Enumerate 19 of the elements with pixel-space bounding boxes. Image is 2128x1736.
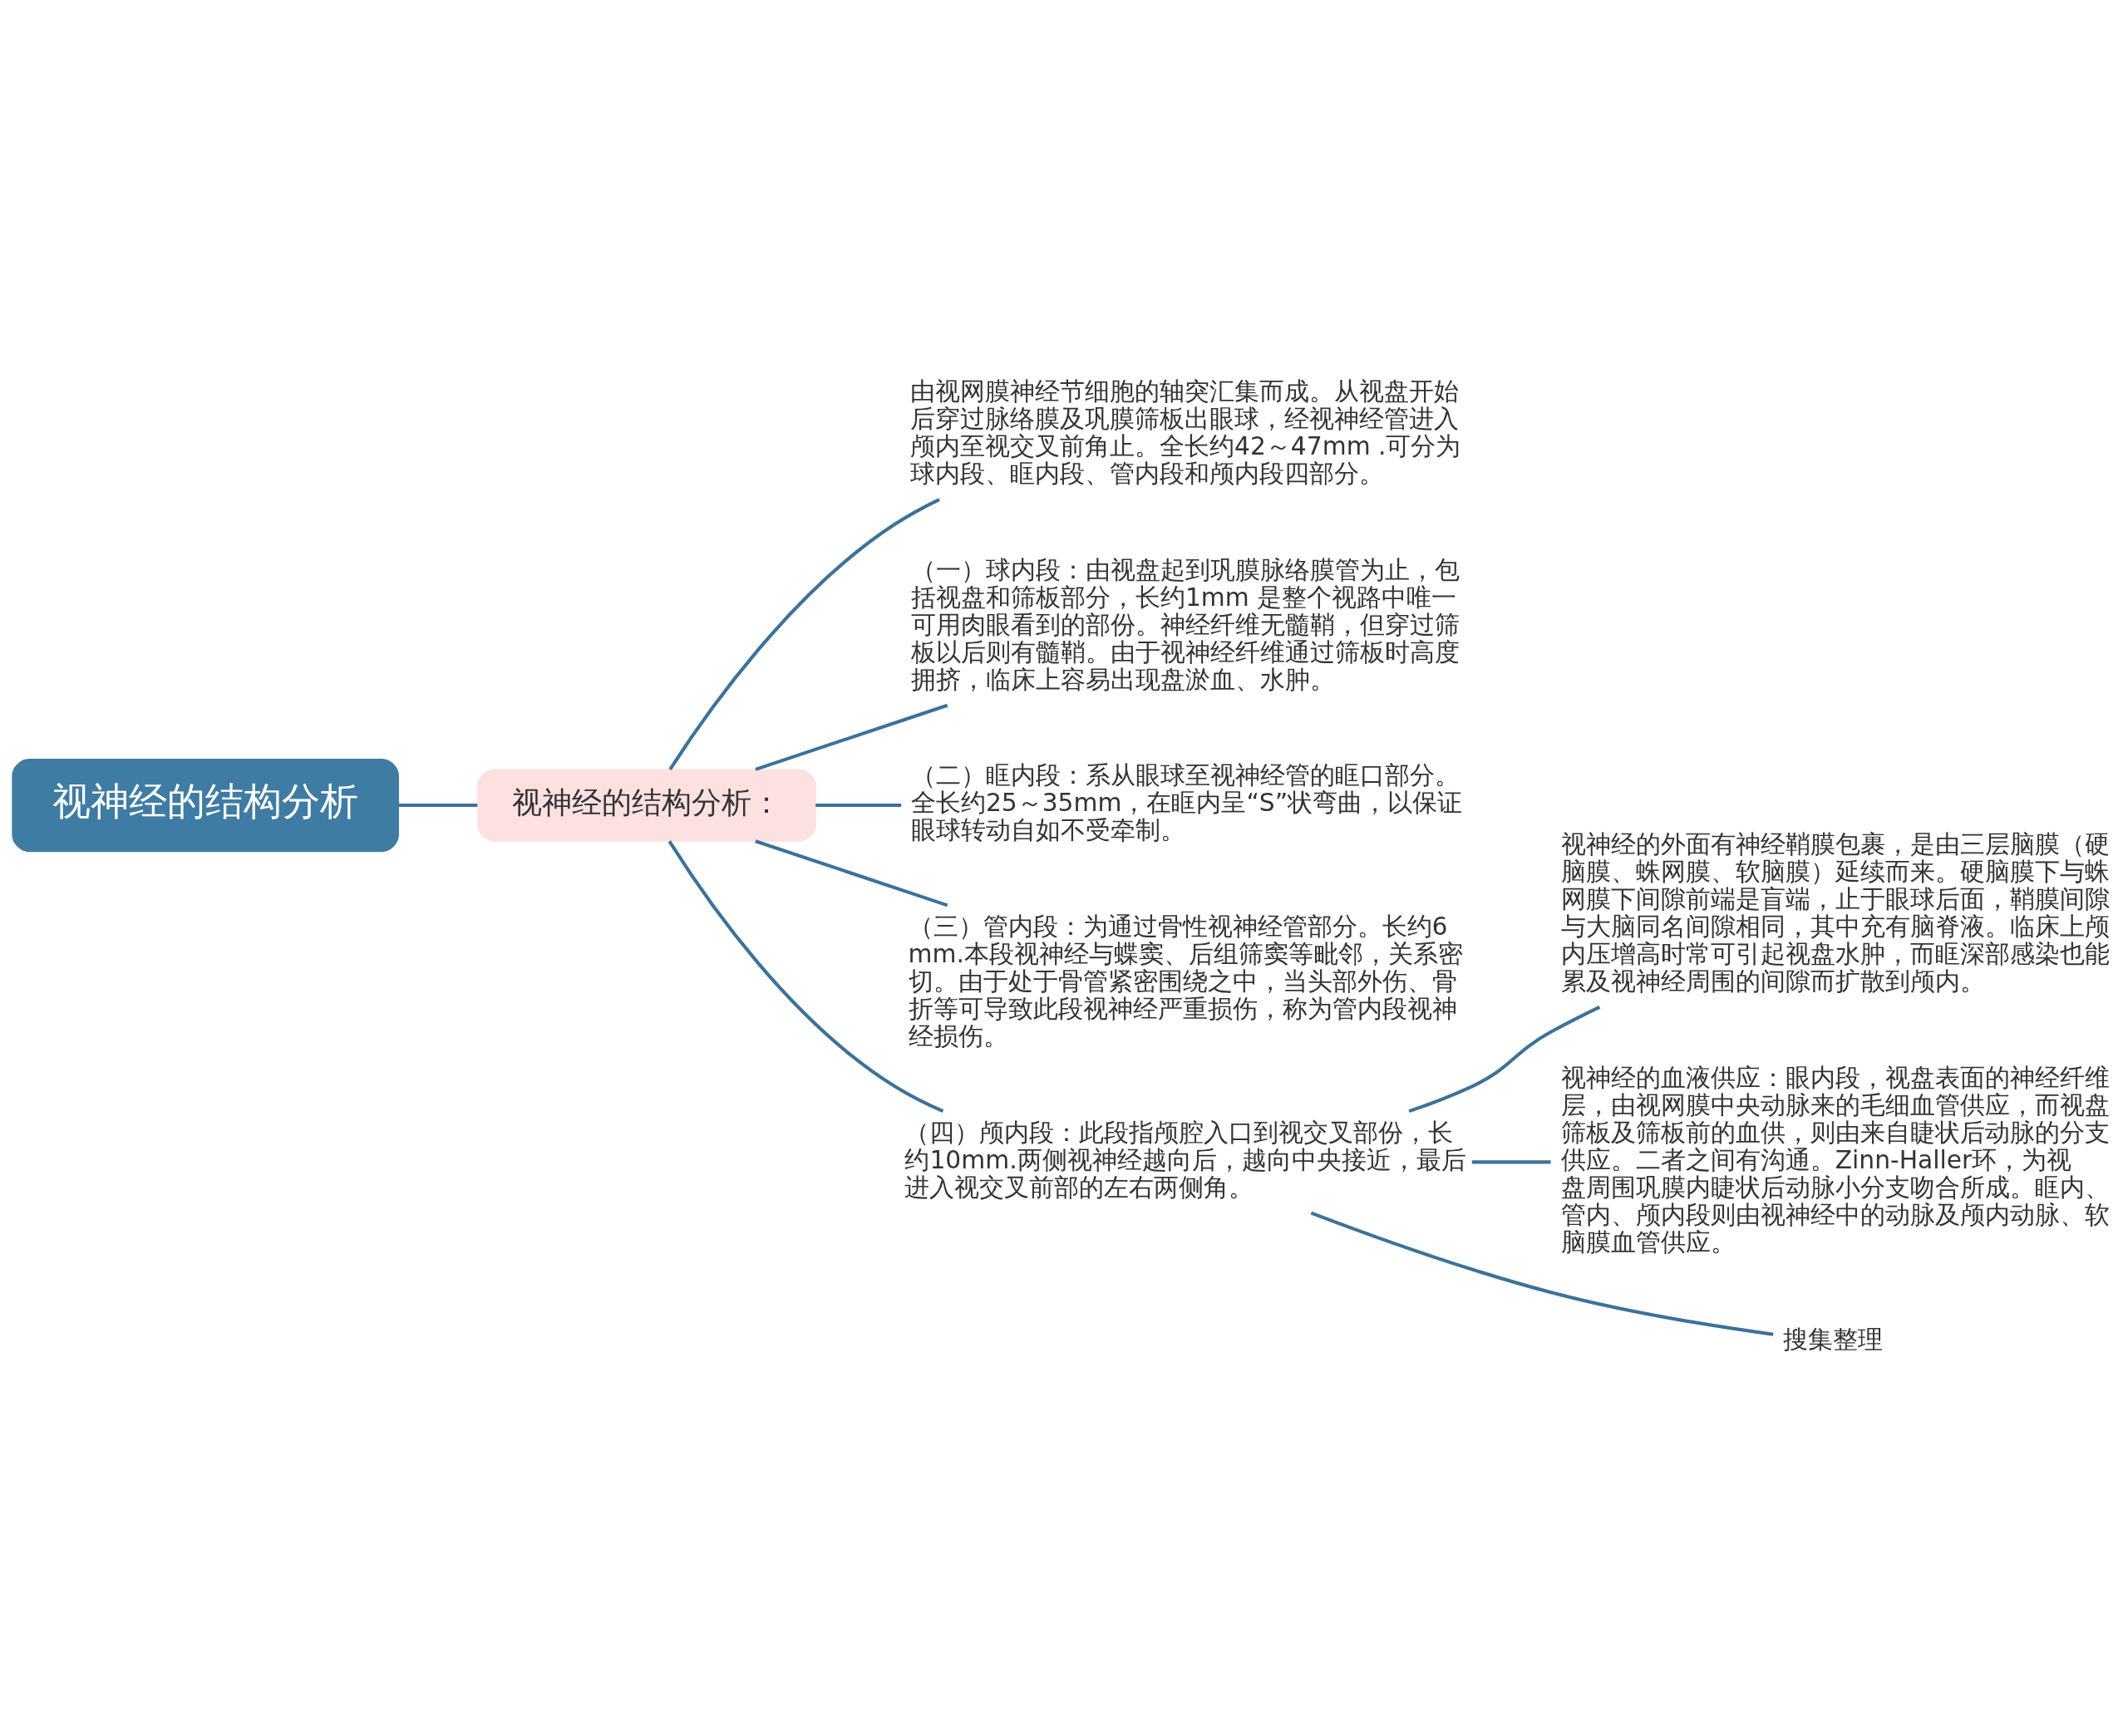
connector xyxy=(755,838,948,907)
connector xyxy=(1310,1211,1774,1336)
node-text: 搜集整理 xyxy=(1783,1324,1884,1354)
node-text: （三）管内段：为通过骨性视神经管部分。长约6mm.本段视神经与蝶窦、后组筛窦等毗邻，关系密切。由于处于骨管紧密围绕之中，当头部外伤、骨折等可导致此段视神经严重损伤，称为管内段视神经损伤。 xyxy=(908,911,1463,1050)
node-text: 视神经的血液供应：眼内段，视盘表面的神经纤维层，由视网膜中央动脉来的毛细血管供应，而视盘筛板及筛板前的血供，则由来自睫状后动脉的分支供应。二者之间有沟通。Zinn-Haller环，为视盘周围巩膜内睫状后动脉小分支吻合所成。眶内、管内、颅内段则由视神经中的动脉及颅内动脉、软脑膜血管供应。 xyxy=(1560,1062,2110,1257)
connector xyxy=(398,803,478,807)
node-text: （二）眶内段：系从眼球至视神经管的眶口部分。全长约25～35mm，在眶内呈“S”状弯曲，以保证眼球转动自如不受牵制。 xyxy=(910,760,1463,844)
connector xyxy=(755,703,948,771)
connector xyxy=(1408,1005,1601,1113)
node-text: （四）颅内段：此段指颅腔入口到视交叉部份，长约10mm.两侧视神经越向后，越向中央接近，最后进入视交叉前部的左右两侧角。 xyxy=(904,1117,1466,1202)
node-box: 视神经的结构分析 xyxy=(12,758,399,852)
connector xyxy=(1471,1159,1551,1163)
connector xyxy=(668,497,940,770)
node-text: 由视网膜神经节细胞的轴突汇集而成。从视盘开始后穿过脉络膜及巩膜筛板出眼球，经视神经管进入颅内至视交叉前角止。全长约42～47mm .可分为球内段、眶内段、管内段和颅内段四部分。 xyxy=(910,376,1461,488)
node-box: 视神经的结构分析： xyxy=(477,768,816,842)
connector xyxy=(815,803,902,807)
node-text: 视神经的外面有神经鞘膜包裹，是由三层脑膜（硬脑膜、蛛网膜、软脑膜）延续而来。硬脑膜下与蛛网膜下间隙前端是盲端，止于眼球后面，鞘膜间隙与大脑同名间隙相同，其中充有脑脊液。临床上颅内压增高时常可引起视盘水肿，而眶深部感染也能累及视神经周围的间隙而扩散到颅内。 xyxy=(1560,829,2110,996)
connector xyxy=(667,839,944,1113)
node-text: （一）球内段：由视盘起到巩膜脉络膜管为止，包括视盘和筛板部分，长约1mm 是整个视路中唯一可用肉眼看到的部份。神经纤维无髓鞘，但穿过筛板以后则有髓鞘。由于视神经纤维通过筛板时高度拥挤，临床上容易出现盘淤血、水肿。 xyxy=(910,554,1460,694)
